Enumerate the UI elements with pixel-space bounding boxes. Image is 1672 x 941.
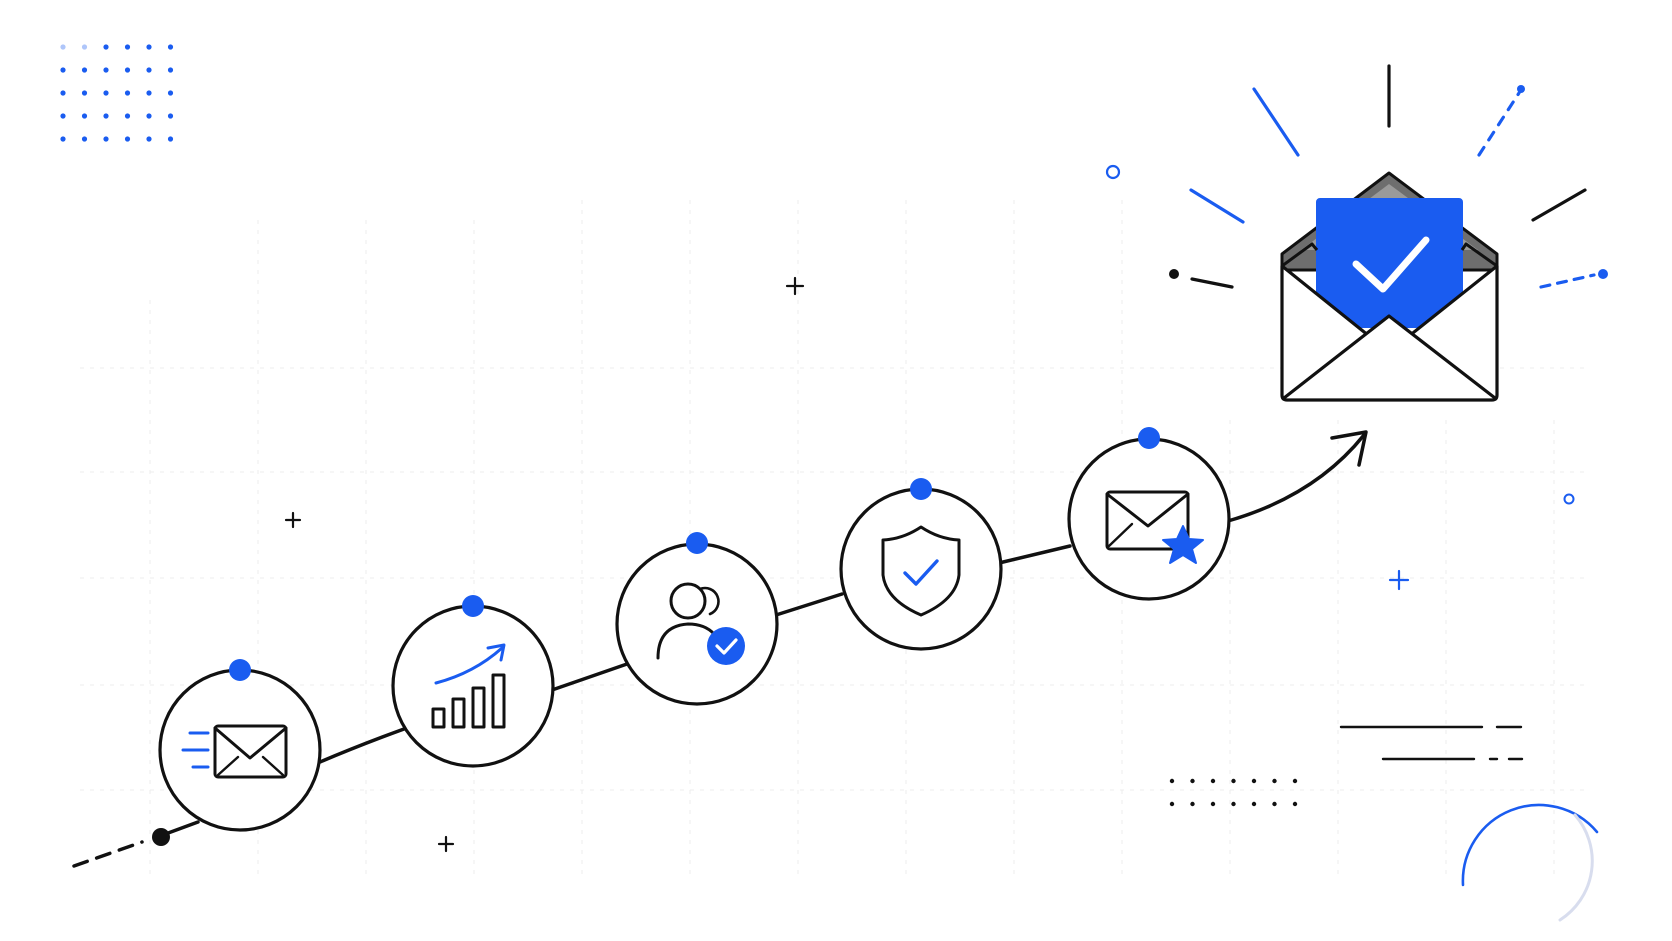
background-grid	[80, 200, 1590, 880]
check-icon	[1352, 236, 1430, 293]
plus-icon	[437, 835, 455, 853]
dot	[1190, 801, 1195, 807]
dot	[1251, 801, 1257, 807]
dot	[60, 67, 66, 73]
growth-chart-icon	[431, 643, 506, 729]
dot	[103, 90, 109, 96]
dot	[1231, 801, 1236, 807]
journey-step-growth	[391, 595, 555, 768]
dot	[60, 113, 66, 119]
dot	[167, 67, 174, 73]
dot	[124, 136, 131, 142]
journey-step-secure	[839, 478, 1003, 651]
goal-envelope	[1169, 64, 1608, 402]
journey-step-verify	[615, 532, 779, 706]
step-marker-dot	[1138, 427, 1160, 449]
dot	[103, 67, 109, 73]
step-circle	[391, 604, 555, 768]
journey-step-engage	[1067, 427, 1231, 601]
dot	[167, 90, 174, 96]
dot	[103, 113, 109, 119]
arrowhead	[1330, 430, 1368, 467]
confirmation-card	[1316, 198, 1463, 328]
dot	[124, 67, 131, 73]
dot	[1190, 778, 1195, 784]
open-envelope-check-icon	[1280, 171, 1499, 402]
dot	[167, 136, 174, 142]
send-mail-icon	[181, 724, 288, 779]
plus-decorations	[284, 276, 1410, 853]
burst-dot	[1517, 85, 1525, 93]
path-segment	[774, 592, 844, 617]
dot-row-decoration	[1169, 778, 1298, 807]
dot	[1251, 778, 1257, 784]
journey-path	[72, 430, 1368, 868]
ring-decoration	[1105, 164, 1121, 180]
dot	[81, 90, 88, 96]
dot	[124, 44, 131, 50]
dot	[103, 44, 109, 50]
path-lead-in	[72, 840, 144, 868]
dot	[146, 113, 152, 119]
plus-icon	[785, 276, 805, 296]
verified-user-icon	[656, 582, 745, 665]
path-segment	[997, 544, 1072, 565]
ring-decoration	[1563, 493, 1575, 505]
dot	[124, 90, 131, 96]
path-segment	[318, 727, 406, 764]
step-marker-dot	[229, 659, 251, 681]
dot	[146, 136, 152, 142]
dot	[146, 44, 152, 50]
dot	[146, 67, 152, 73]
dot	[167, 44, 174, 50]
dot	[167, 113, 174, 119]
dot	[1272, 778, 1277, 784]
path-start-dot	[152, 828, 170, 846]
dot	[1292, 801, 1298, 807]
step-marker-dot	[910, 478, 932, 500]
arc-decoration-faint	[1558, 813, 1594, 922]
plus-icon	[284, 511, 302, 529]
dot	[60, 90, 66, 96]
step-circle	[839, 487, 1003, 651]
step-circle	[1067, 437, 1231, 601]
dot	[1210, 801, 1216, 807]
dot	[124, 113, 131, 119]
dot	[103, 136, 109, 142]
plus-icon	[1388, 569, 1410, 591]
starred-mail-icon	[1105, 490, 1204, 564]
dot	[1169, 778, 1175, 784]
dot	[81, 67, 88, 73]
dot	[81, 136, 88, 142]
dot	[81, 44, 88, 50]
burst-dot	[1169, 269, 1179, 279]
path-segment-to-goal	[1226, 433, 1366, 523]
dot	[146, 90, 152, 96]
step-marker-dot	[686, 532, 708, 554]
journey-step-send	[158, 659, 322, 832]
dot	[1169, 801, 1175, 807]
dot	[1231, 778, 1236, 784]
burst-rays	[1189, 64, 1596, 289]
dot	[60, 44, 66, 50]
shield-check-icon	[881, 525, 961, 617]
dot	[60, 136, 66, 142]
dot	[1292, 778, 1298, 784]
path-segment	[550, 662, 629, 692]
dot	[1210, 778, 1216, 784]
line-decoration	[1339, 725, 1524, 761]
dot	[81, 113, 88, 119]
dot-matrix-decoration	[60, 44, 174, 142]
step-marker-dot	[462, 595, 484, 617]
dot	[1272, 801, 1277, 807]
burst-dot	[1598, 269, 1608, 279]
